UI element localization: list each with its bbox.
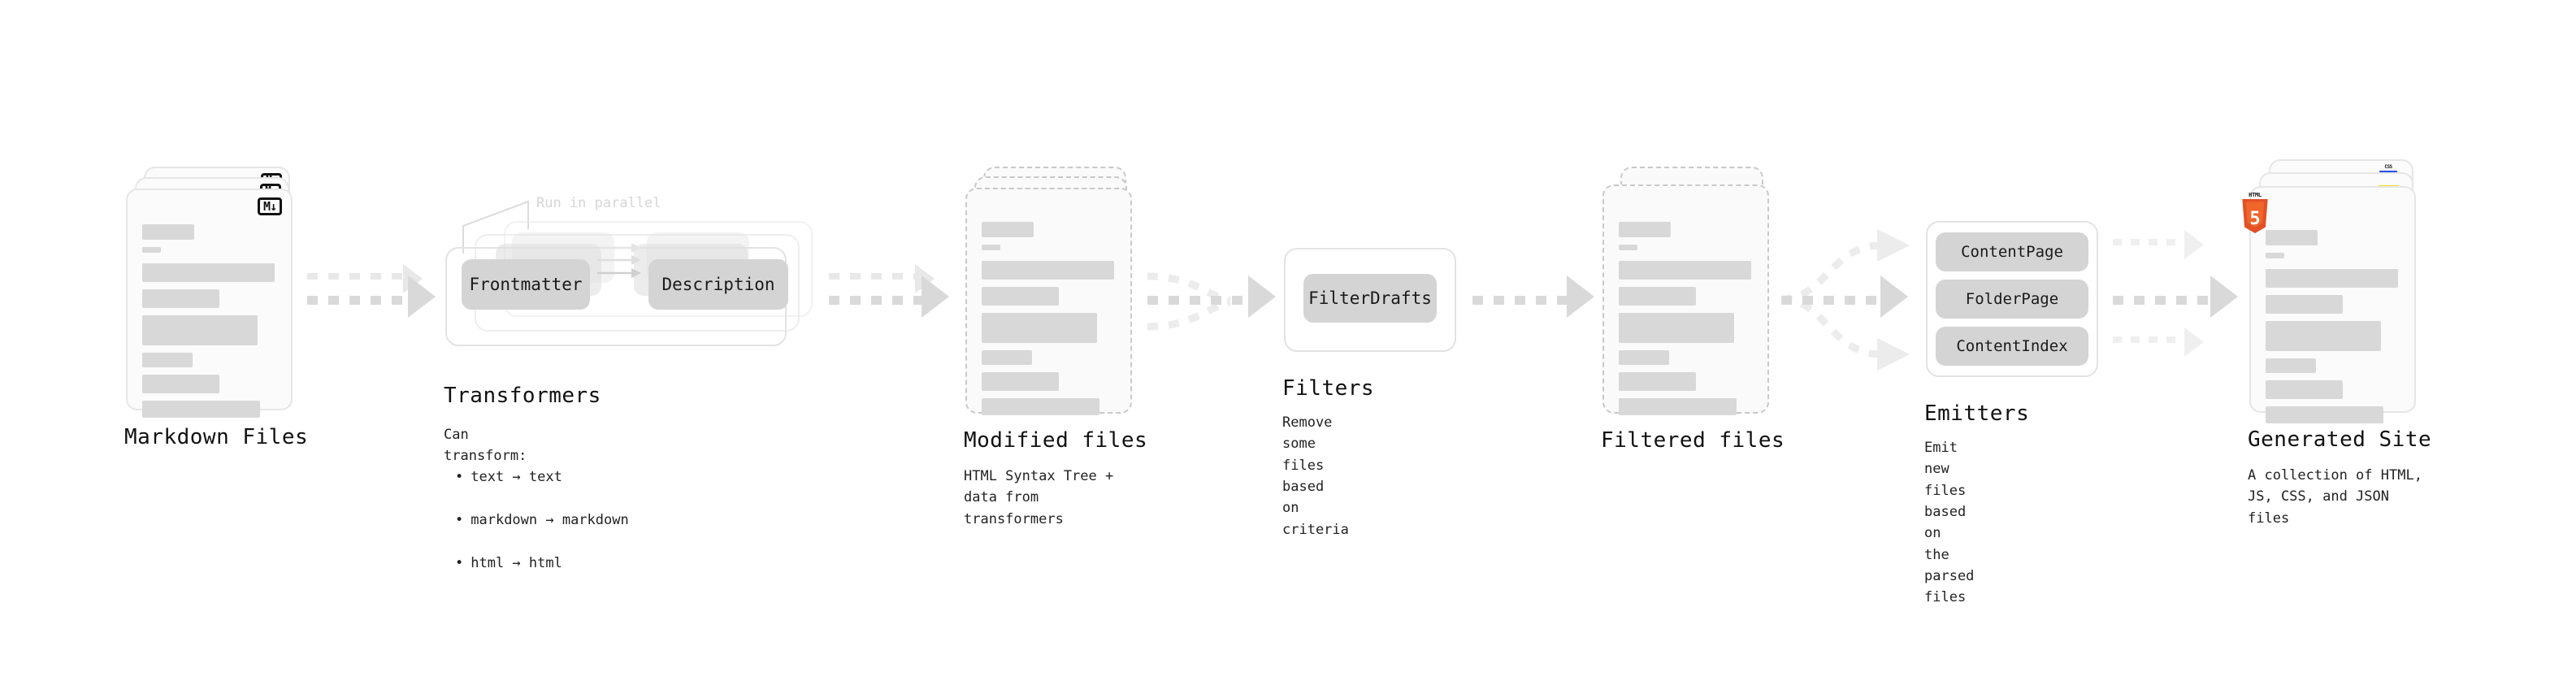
generated-file-stack: CSS HTML 5 bbox=[2242, 159, 2424, 423]
stage-subtitle: Remove some files based on criteria bbox=[1282, 414, 1349, 538]
arrow-modified-to-filters-merge bbox=[1147, 272, 1231, 331]
transformer-bullet-list: text → text markdown → markdown html → h… bbox=[455, 445, 629, 595]
stage-filtered-files: Filtered files bbox=[1601, 167, 1785, 453]
stage-title: Filters bbox=[1282, 376, 1375, 401]
markdown-icon: M↓ bbox=[258, 197, 282, 215]
document-placeholder-lines bbox=[982, 222, 1116, 423]
stage-title: Modified files bbox=[964, 428, 1148, 453]
document-placeholder-lines bbox=[1619, 222, 1753, 423]
stage-title: Filtered files bbox=[1601, 428, 1785, 453]
markdown-page-front: M↓ bbox=[126, 189, 293, 418]
stage-generated-site: CSS HTML 5 bbox=[2242, 159, 2431, 527]
filter-group-box bbox=[1284, 248, 1456, 352]
filter-chip-filterdrafts[interactable]: FilterDrafts bbox=[1303, 274, 1437, 323]
filtered-file-stack bbox=[1602, 167, 1777, 415]
generated-page-html: HTML 5 bbox=[2242, 186, 2416, 423]
stage-title: Transformers bbox=[444, 384, 601, 408]
emitter-chip-contentindex[interactable]: ContentIndex bbox=[1936, 327, 2088, 366]
document-placeholder-lines bbox=[142, 224, 276, 425]
run-in-parallel-label: Run in parallel bbox=[536, 195, 661, 211]
arrow-filtered-to-emitters-fan bbox=[1780, 229, 1910, 371]
document-placeholder-lines bbox=[2266, 230, 2400, 431]
stage-subtitle: Emit new files based on the parsed files bbox=[1924, 440, 1975, 606]
filtered-page-front bbox=[1602, 184, 1769, 415]
transformer-inner-arrows bbox=[597, 243, 641, 278]
stage-modified-files: Modified files HTML Syntax Tree + data f… bbox=[964, 167, 1147, 527]
modified-file-stack bbox=[965, 167, 1140, 415]
emitter-chip-contentpage[interactable]: ContentPage bbox=[1936, 232, 2088, 271]
transformer-bullet: text → text bbox=[455, 466, 629, 488]
parallel-bracket bbox=[462, 200, 529, 254]
stage-subtitle: HTML Syntax Tree + data from transformer… bbox=[964, 468, 1114, 527]
stage-markdown-files: M↓ M↓ M↓ Markdown Files bbox=[124, 167, 308, 449]
emitter-group-box bbox=[1926, 221, 2098, 377]
transformer-bullet: markdown → markdown bbox=[455, 510, 628, 531]
stage-subtitle: Can transform: bbox=[444, 427, 527, 465]
stage-title: Emitters bbox=[1924, 401, 2030, 426]
transformer-chip-frontmatter[interactable]: Frontmatter bbox=[462, 259, 590, 310]
html5-icon: HTML 5 bbox=[2241, 192, 2269, 233]
transformer-bullet: html → html bbox=[455, 553, 629, 574]
stage-subtitle: A collection of HTML, JS, CSS, and JSON … bbox=[2248, 467, 2422, 527]
modified-page-front bbox=[965, 188, 1132, 415]
stage-title: Markdown Files bbox=[124, 425, 309, 449]
markdown-file-stack: M↓ M↓ M↓ bbox=[126, 167, 301, 418]
transformer-chip-description[interactable]: Description bbox=[648, 259, 788, 310]
stage-title: Generated Site bbox=[2248, 427, 2432, 452]
emitter-chip-folderpage[interactable]: FolderPage bbox=[1936, 280, 2088, 319]
